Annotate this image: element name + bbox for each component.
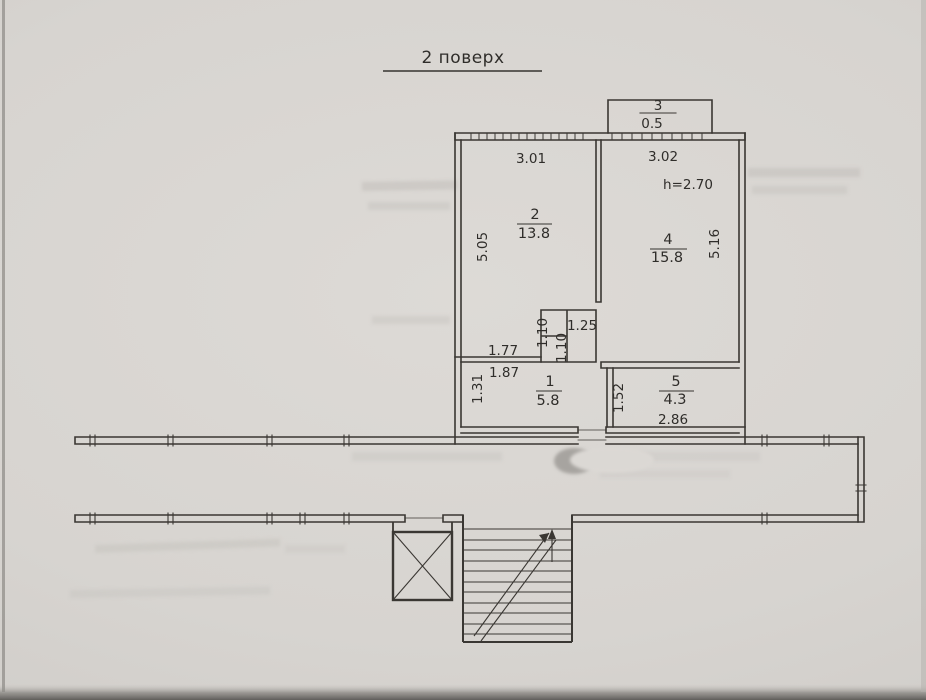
room5-number-label: 5 bbox=[671, 374, 680, 390]
dim-room5-depth: 1.52 bbox=[611, 383, 627, 413]
elevator-shaft bbox=[391, 522, 454, 602]
balcony-area-label: 0.5 bbox=[641, 116, 662, 132]
dim-room2-width: 3.01 bbox=[516, 151, 546, 167]
dim-hall-mid: 1.87 bbox=[489, 365, 519, 381]
fraction-lines bbox=[517, 223, 694, 392]
elevator-cross bbox=[392, 531, 453, 601]
redaction-blob bbox=[554, 447, 654, 474]
dim-hall-top: 1.77 bbox=[488, 343, 518, 359]
bleedthrough-smudge-layer bbox=[70, 168, 860, 598]
corridor-walls bbox=[74, 434, 867, 525]
dim-room2-depth: 5.05 bbox=[475, 232, 491, 262]
room5-area-label: 4.3 bbox=[663, 392, 686, 408]
room2-area-label: 13.8 bbox=[518, 226, 550, 242]
ceiling-height-label: h=2.70 bbox=[663, 177, 713, 193]
room1-area-label: 5.8 bbox=[536, 393, 559, 409]
dim-niche-a: 1.10 bbox=[535, 318, 551, 348]
dim-niche-b: 1.25 bbox=[567, 318, 597, 334]
room4-area-label: 15.8 bbox=[651, 250, 683, 266]
room1-number-label: 1 bbox=[545, 374, 554, 390]
balcony-number-label: 3 bbox=[654, 98, 663, 114]
niche-outline bbox=[540, 309, 597, 363]
dim-room4-depth: 5.16 bbox=[707, 229, 723, 259]
walls-layer bbox=[454, 99, 746, 445]
stair-arrowheads bbox=[539, 529, 556, 543]
stair-walk-line bbox=[473, 532, 557, 642]
window-ticks bbox=[470, 133, 703, 140]
room2-number-label: 2 bbox=[530, 207, 539, 223]
dim-room4-width: 3.02 bbox=[648, 149, 678, 165]
staircase bbox=[462, 515, 573, 643]
room4-number-label: 4 bbox=[663, 232, 672, 248]
dim-room5-width: 2.86 bbox=[658, 412, 688, 428]
floor-title: 2 поверх bbox=[421, 48, 504, 68]
balcony-outline bbox=[607, 99, 713, 134]
dim-hall-width: 1.31 bbox=[470, 374, 486, 404]
dim-niche-c: 1.10 bbox=[554, 333, 570, 363]
stair-steps bbox=[463, 528, 572, 635]
